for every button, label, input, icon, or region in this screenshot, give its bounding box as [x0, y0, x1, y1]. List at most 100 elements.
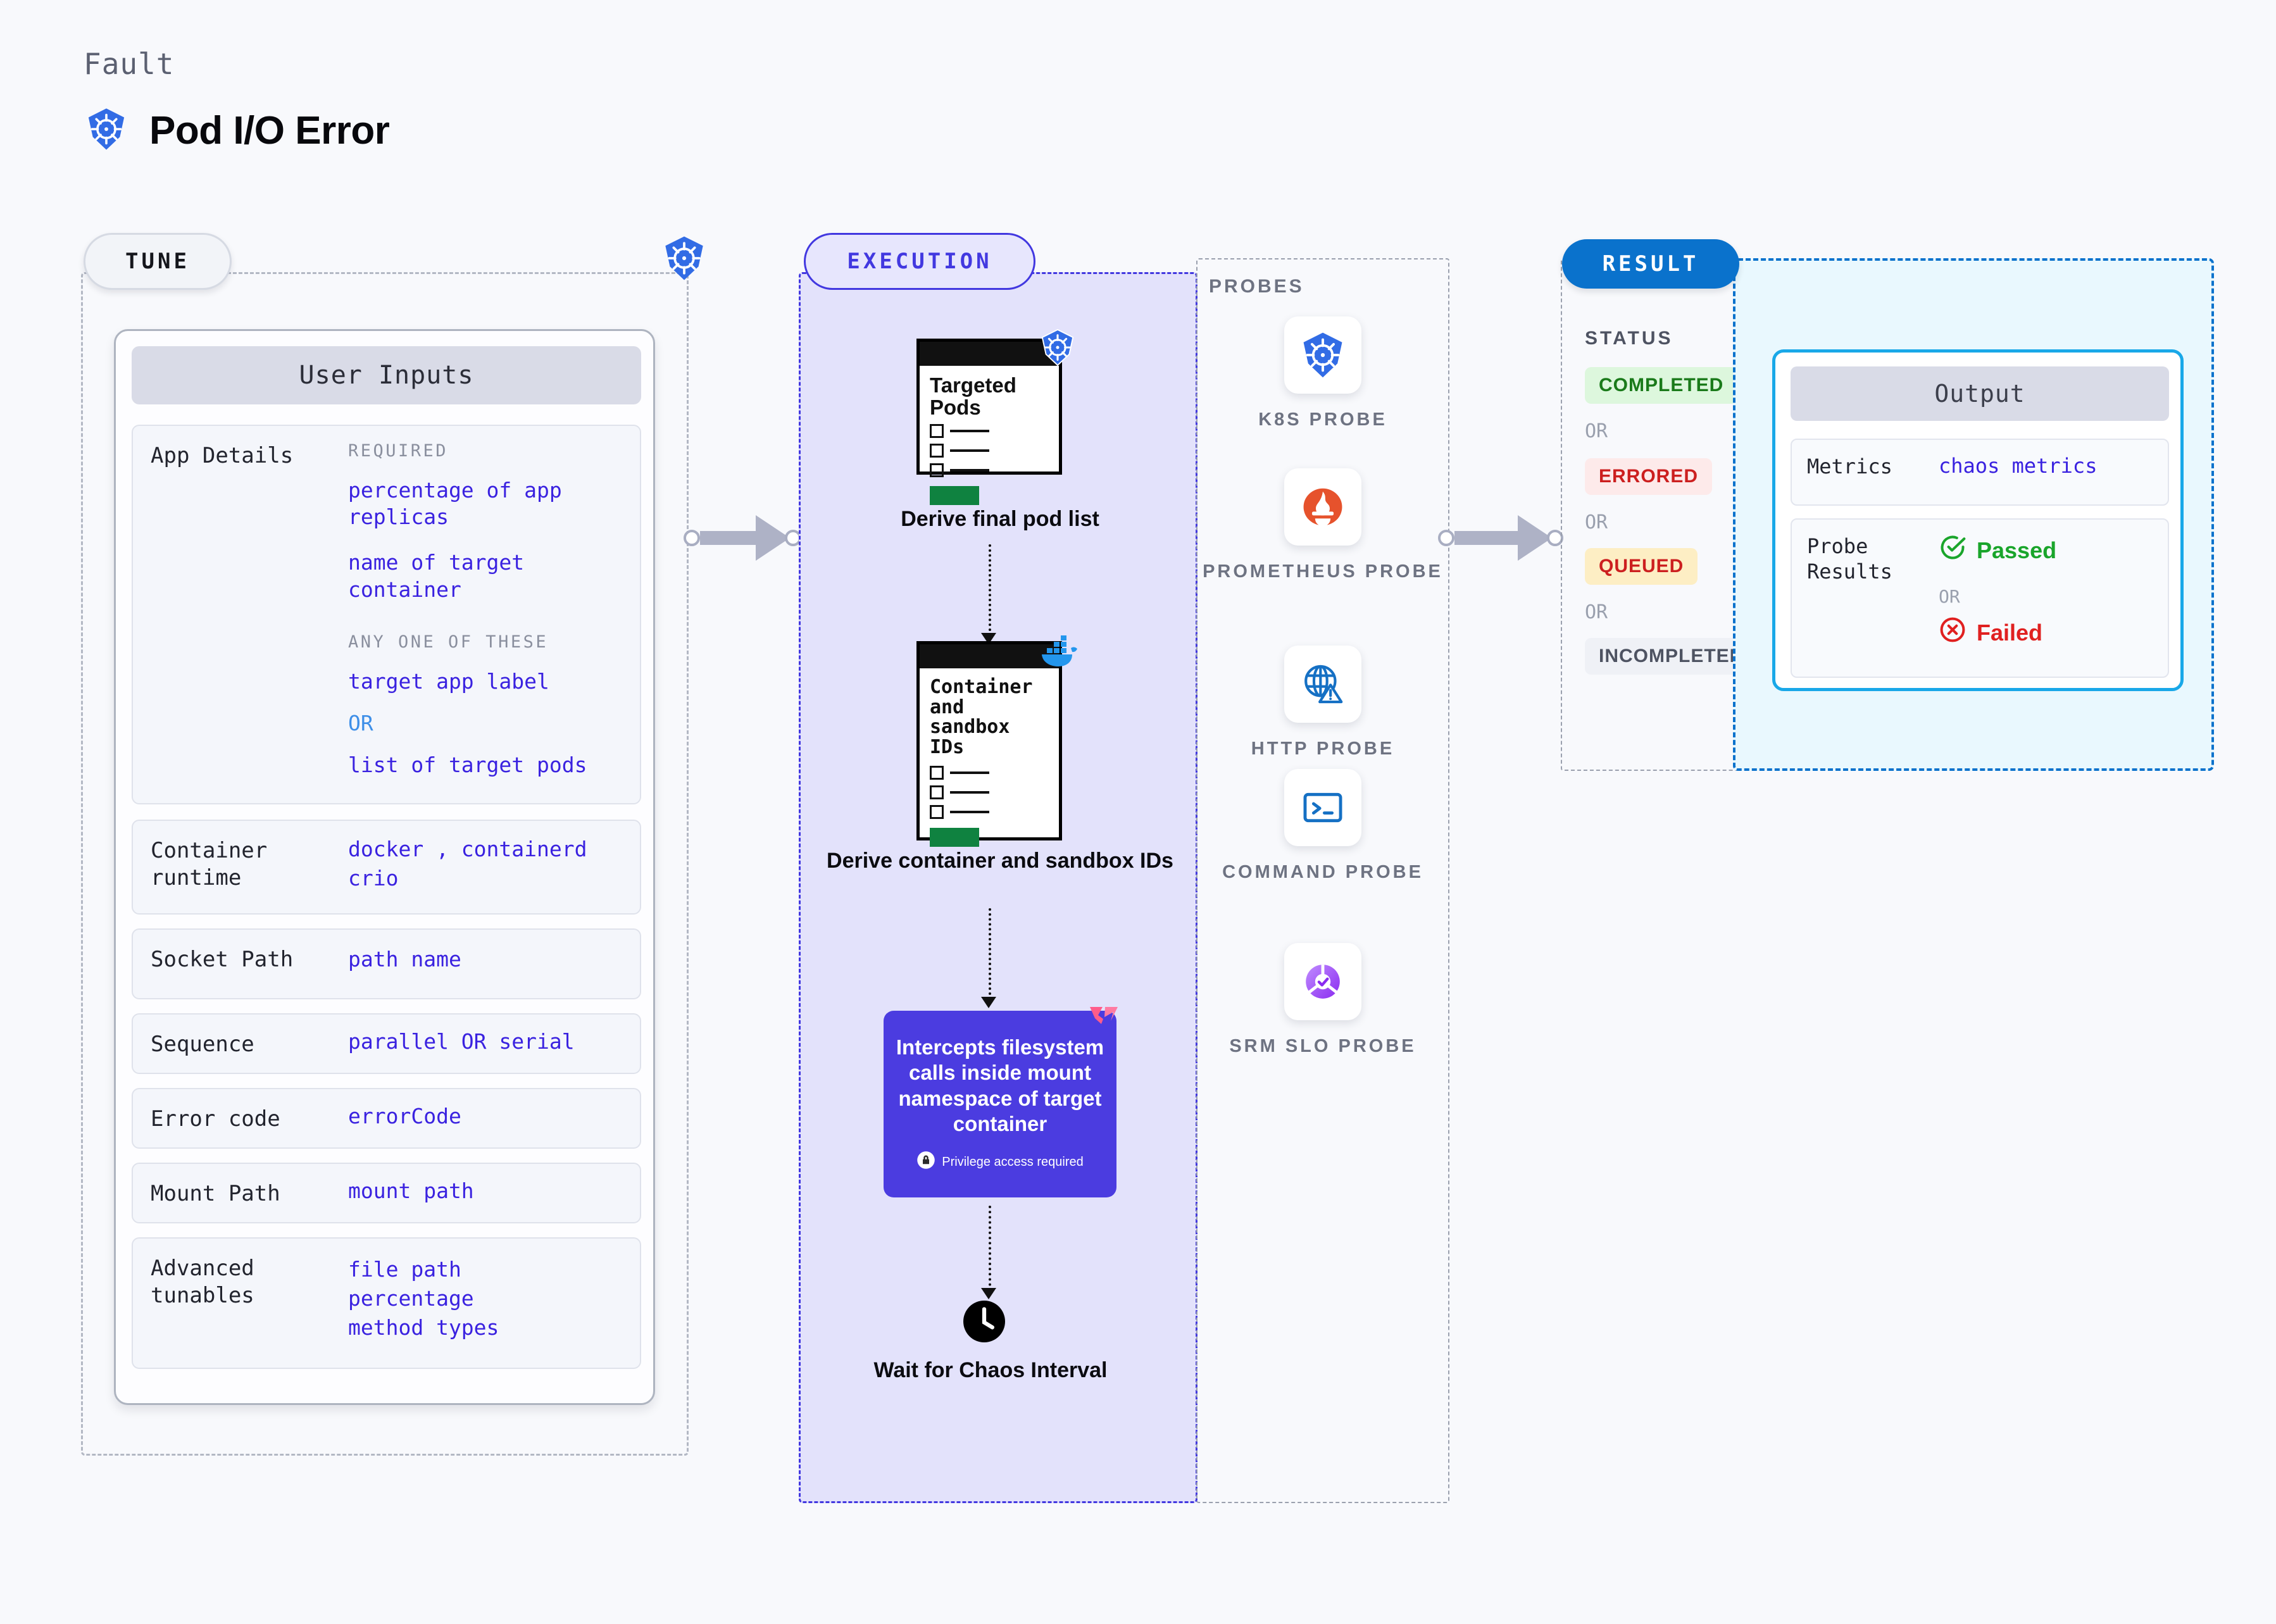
probe-prometheus[interactable]: PROMETHEUS PROBE: [1196, 468, 1449, 584]
probe-result-or: OR: [1939, 586, 1960, 607]
user-inputs-card: User Inputs App Details REQUIRED percent…: [114, 329, 655, 1405]
input-value: parallel OR serial: [348, 1029, 575, 1054]
connector-shaft: [1454, 531, 1519, 545]
checklist-item: [930, 805, 1049, 819]
probes-panel: [1196, 258, 1449, 1503]
probe-k8s[interactable]: K8S PROBE: [1196, 316, 1449, 432]
tune-pill: TUNE: [84, 233, 232, 290]
input-value: list of target pods: [348, 753, 587, 778]
output-label: Metrics: [1807, 454, 1892, 478]
checklist-item: [930, 424, 1049, 439]
input-row-advanced-tunables[interactable]: Advanced tunables file path percentage m…: [132, 1237, 641, 1369]
connector-dot: [1438, 530, 1454, 546]
intercept-text: Intercepts filesystem calls inside mount…: [896, 1035, 1104, 1135]
status-or: OR: [1585, 601, 1608, 623]
status-or: OR: [1585, 511, 1608, 534]
privilege-note: Privilege access required: [916, 1151, 1084, 1173]
probe-label: HTTP PROBE: [1251, 739, 1395, 759]
input-value: percentage: [348, 1286, 474, 1311]
card-titlebar: [920, 342, 1059, 366]
card-title: Targeted Pods: [930, 373, 1016, 419]
input-value: errorCode: [348, 1104, 461, 1128]
connector-shaft: [700, 531, 757, 545]
kubernetes-icon: [84, 106, 129, 155]
probes-label: PROBES: [1209, 276, 1304, 297]
input-row-container-runtime[interactable]: Container runtime docker , containerd cr…: [132, 820, 641, 915]
input-value: file path: [348, 1257, 461, 1282]
checklist-item: [930, 444, 1049, 458]
check-circle-icon: [1939, 534, 1966, 567]
x-circle-icon: [1939, 616, 1966, 649]
row-label: Container runtime: [151, 838, 268, 890]
input-row-error-code[interactable]: Error code errorCode: [132, 1088, 641, 1149]
targeted-pods-card: Targeted Pods: [916, 339, 1062, 506]
output-value: chaos metrics: [1939, 454, 2098, 478]
probe-command[interactable]: COMMAND PROBE: [1196, 769, 1449, 885]
terminal-icon: [1284, 769, 1361, 846]
step-caption: Derive final pod list: [901, 507, 1099, 531]
flow-connector: [989, 908, 991, 1000]
input-row-mount-path[interactable]: Mount Path mount path: [132, 1163, 641, 1223]
container-sandbox-card: Container and sandbox IDs: [916, 641, 1062, 847]
user-inputs-title: User Inputs: [132, 346, 641, 404]
checklist-item: [930, 766, 1049, 780]
kubernetes-icon: [660, 234, 708, 282]
flow-arrowhead: [981, 1288, 996, 1299]
output-title: Output: [1791, 366, 2169, 421]
globe-warning-icon: [1284, 646, 1361, 723]
card-title: Container and sandbox IDs: [930, 676, 1033, 758]
output-row-metrics: Metrics chaos metrics: [1791, 439, 2169, 506]
execution-pill: EXECUTION: [804, 233, 1035, 290]
status-badge-incompleted: INCOMPLETED: [1585, 638, 1758, 675]
status-badge-queued: QUEUED: [1585, 548, 1698, 585]
litmus-icon: [1089, 1006, 1119, 1035]
card-titlebar: [920, 644, 1059, 668]
result-pill: RESULT: [1562, 239, 1739, 289]
page-eyebrow: Fault: [84, 47, 175, 81]
input-row-app-details[interactable]: App Details REQUIRED percentage of app r…: [132, 425, 641, 804]
output-card: Output Metrics chaos metrics Probe Resul…: [1772, 349, 2184, 691]
prometheus-icon: [1284, 468, 1361, 546]
connector-execution-to-result: [1438, 515, 1563, 561]
input-row-sequence[interactable]: Sequence parallel OR serial: [132, 1013, 641, 1074]
failed-label: Failed: [1977, 619, 2043, 646]
passed-label: Passed: [1977, 537, 2057, 563]
kubernetes-icon: [1038, 328, 1077, 370]
srm-slo-icon: [1284, 943, 1361, 1020]
probe-label: COMMAND PROBE: [1222, 862, 1423, 882]
row-label: Socket Path: [151, 947, 294, 972]
group-caption: REQUIRED: [348, 441, 449, 461]
page-title: Pod I/O Error: [149, 109, 390, 153]
row-label: Sequence: [151, 1032, 254, 1057]
input-value: mount path: [348, 1178, 474, 1203]
row-label: App Details: [151, 443, 294, 468]
connector-tune-to-execution: [684, 515, 801, 561]
connector-arrowhead: [1518, 515, 1552, 561]
input-row-socket-path[interactable]: Socket Path path name: [132, 928, 641, 999]
status-badge-completed: COMPLETED: [1585, 367, 1738, 404]
step-caption: Derive container and sandbox IDs: [827, 849, 1173, 873]
connector-dot: [1547, 530, 1563, 546]
input-value: docker , containerd: [348, 837, 587, 861]
probe-label: PROMETHEUS PROBE: [1203, 561, 1443, 582]
row-label: Mount Path: [151, 1181, 280, 1206]
execution-panel: [799, 272, 1197, 1503]
input-value: percentage of app replicas: [348, 478, 562, 530]
input-value: path name: [348, 947, 461, 971]
probe-http[interactable]: HTTP PROBE: [1196, 646, 1449, 761]
input-value: crio: [348, 866, 399, 891]
tune-panel: [81, 272, 689, 1456]
probe-srm-slo[interactable]: SRM SLO PROBE: [1196, 943, 1449, 1059]
flow-connector: [989, 544, 991, 636]
checklist-item: [930, 785, 1049, 799]
probe-label: K8S PROBE: [1258, 409, 1387, 430]
flow-arrowhead: [981, 997, 996, 1008]
probe-result-passed: Passed: [1939, 534, 2056, 567]
wait-caption: Wait for Chaos Interval: [873, 1358, 1108, 1382]
probe-label: SRM SLO PROBE: [1229, 1036, 1416, 1056]
lock-icon: [916, 1151, 935, 1173]
flow-connector: [989, 1206, 991, 1291]
row-label: Advanced tunables: [151, 1256, 254, 1308]
page-title-row: Pod I/O Error: [84, 106, 390, 155]
privilege-note-text: Privilege access required: [942, 1154, 1084, 1169]
